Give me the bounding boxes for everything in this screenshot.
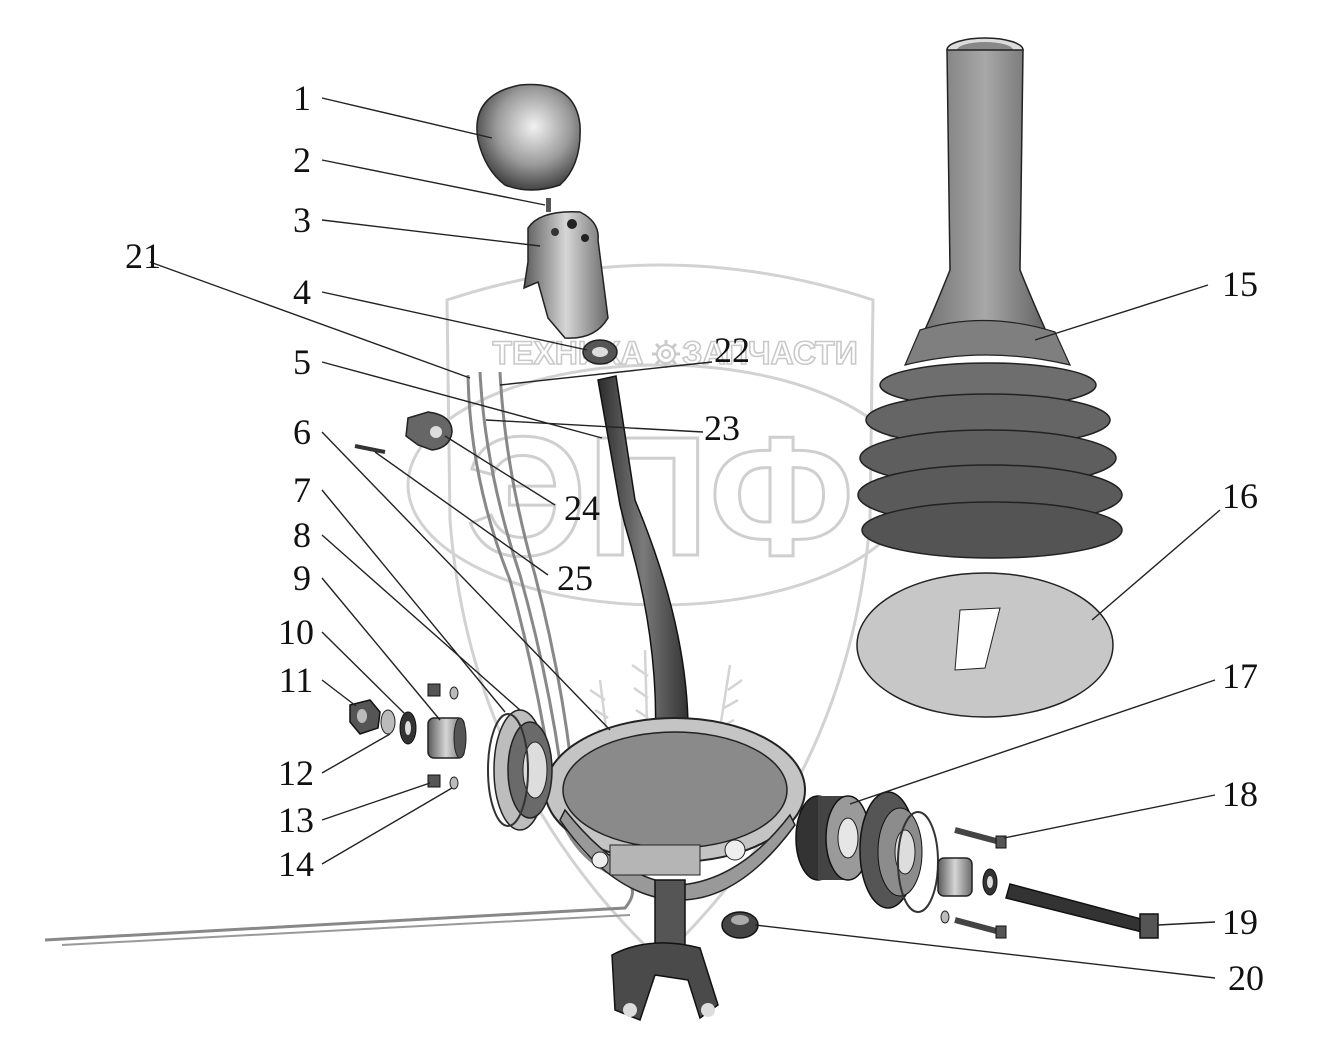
callout-7: 7 <box>293 470 311 510</box>
washer-part-12 <box>380 709 396 735</box>
callout-15: 15 <box>1222 264 1258 304</box>
leader-19 <box>1157 921 1216 926</box>
callout-8: 8 <box>293 515 311 555</box>
callout-13: 13 <box>278 800 314 840</box>
grommet-part-20 <box>721 911 759 939</box>
callout-11: 11 <box>279 660 314 700</box>
leader-lines <box>149 97 1221 979</box>
watermark-right-word: ЗАПЧАСТИ <box>682 335 857 371</box>
leader-25 <box>374 451 549 576</box>
callout-10: 10 <box>278 612 314 652</box>
leader-23 <box>485 419 704 433</box>
bushing-part-17 <box>795 795 871 881</box>
bolt-part-18 <box>940 827 1007 939</box>
nut-part-4 <box>582 339 618 365</box>
watermark-big-letters: ЭПФ <box>466 402 854 592</box>
callout-24: 24 <box>564 488 600 528</box>
nut-part-11 <box>349 699 381 735</box>
bushing-part-right <box>937 857 998 897</box>
washer-part-14 <box>449 776 459 790</box>
clamp-part <box>405 411 453 451</box>
callout-17: 17 <box>1222 656 1258 696</box>
callout-16: 16 <box>1222 476 1258 516</box>
leader-2 <box>321 159 546 206</box>
leader-7 <box>321 489 506 713</box>
knob-holder-part <box>523 211 609 339</box>
leader-24 <box>444 435 556 506</box>
leader-3 <box>321 219 541 247</box>
knob-part <box>476 83 581 191</box>
leader-1 <box>321 97 493 139</box>
callout-19: 19 <box>1222 902 1258 942</box>
callout-3: 3 <box>293 200 311 240</box>
leader-17 <box>849 679 1216 805</box>
callout-21: 21 <box>125 236 161 276</box>
bushing-part-9 <box>427 717 467 759</box>
callout-9: 9 <box>293 558 311 598</box>
watermark: ТЕХНИКА ЗАПЧАСТИ ЭПФ <box>406 263 914 963</box>
callout-labels: 1 2 3 4 5 6 7 8 9 10 11 12 13 14 15 16 1… <box>125 78 1264 998</box>
leader-12 <box>321 733 391 774</box>
leader-14 <box>321 787 453 865</box>
watermark-wheat-icon <box>589 649 743 761</box>
leader-8 <box>321 534 521 711</box>
bolt-part-19 <box>1005 883 1159 939</box>
callout-25: 25 <box>557 558 593 598</box>
leader-6 <box>321 431 611 731</box>
callout-6: 6 <box>293 412 311 452</box>
gear-icon <box>652 340 680 368</box>
fork-part <box>611 879 719 1021</box>
nut-part-13 <box>427 774 441 788</box>
boot-part-15 <box>857 37 1123 559</box>
callout-4: 4 <box>293 272 311 312</box>
callout-1: 1 <box>293 78 311 118</box>
gasket-part-7 <box>487 713 529 827</box>
callout-22: 22 <box>714 330 750 370</box>
callout-14: 14 <box>278 844 314 884</box>
callout-12: 12 <box>278 753 314 793</box>
leader-15 <box>1034 284 1209 341</box>
callout-23: 23 <box>704 408 740 448</box>
leader-18 <box>1003 794 1216 839</box>
callout-18: 18 <box>1222 774 1258 814</box>
pin-part <box>546 198 551 212</box>
small-nut-part <box>427 683 459 700</box>
watermark-left-word: ТЕХНИКА <box>493 335 644 371</box>
screw-part <box>354 444 386 454</box>
leader-22 <box>499 361 713 386</box>
callout-2: 2 <box>293 140 311 180</box>
parts <box>44 37 1159 1021</box>
leader-13 <box>321 782 431 821</box>
leader-20 <box>754 924 1216 979</box>
leader-5 <box>321 361 603 439</box>
plate-part-16 <box>856 572 1114 718</box>
leader-10 <box>321 631 407 716</box>
leader-21 <box>149 261 471 379</box>
leader-9 <box>321 577 441 721</box>
flange-part-8 <box>493 709 553 831</box>
housing-ring-part <box>544 717 806 901</box>
leader-4 <box>321 291 588 351</box>
leader-16 <box>1091 509 1221 621</box>
leader-11 <box>321 679 357 707</box>
flange-part-right <box>859 791 939 913</box>
washer-part-10 <box>399 711 417 745</box>
callout-20: 20 <box>1228 958 1264 998</box>
callout-5: 5 <box>293 342 311 382</box>
